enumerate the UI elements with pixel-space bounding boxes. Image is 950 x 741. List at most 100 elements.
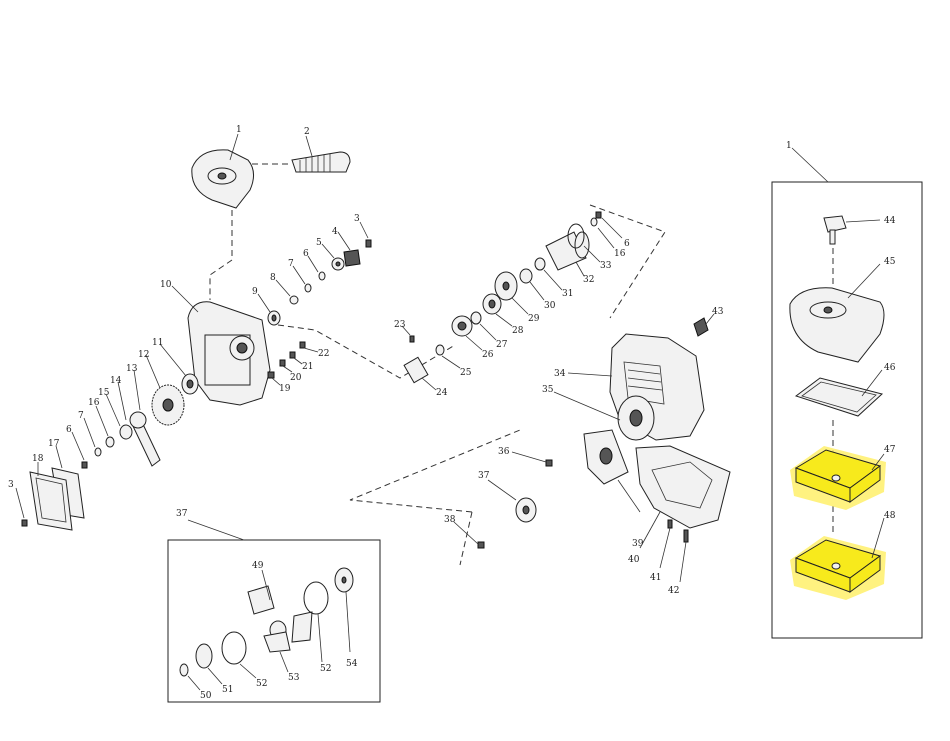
callout-16b: 16 <box>614 249 626 259</box>
callout-7a: 7 <box>288 259 294 269</box>
callout-6c: 6 <box>624 239 630 249</box>
callout-28: 28 <box>512 326 524 336</box>
callout-26: 26 <box>482 350 494 360</box>
screw-part-41 <box>667 519 673 529</box>
screw-part-3a <box>365 239 372 248</box>
callout-13: 13 <box>126 364 138 374</box>
gear-part-12 <box>151 384 185 426</box>
washer-part-16b <box>590 217 598 227</box>
screw-part-6b <box>81 461 88 469</box>
flywheel-housing-part-35 <box>617 395 655 441</box>
screw-part-3b <box>21 519 28 527</box>
callout-52b: 52 <box>320 664 331 674</box>
callout-17: 17 <box>48 439 60 449</box>
callout-38: 38 <box>444 515 456 525</box>
callout-31: 31 <box>562 289 573 299</box>
callout-14: 14 <box>110 376 122 386</box>
plate-part-29 <box>494 271 518 301</box>
screw-part-23 <box>409 335 415 343</box>
callout-46: 46 <box>884 363 896 373</box>
callout-3b: 3 <box>8 480 14 490</box>
oring-part-33 <box>567 223 585 249</box>
air-filter-housing-part <box>191 149 254 209</box>
callout-43: 43 <box>712 307 724 317</box>
callout-7b: 7 <box>78 411 84 421</box>
callout-51: 51 <box>222 685 233 695</box>
callout-23: 23 <box>394 320 406 330</box>
filter-element-part-47 <box>790 446 886 510</box>
washer-part-16a <box>105 436 115 448</box>
crankcase-part <box>187 301 271 406</box>
callout-44: 44 <box>884 216 896 226</box>
callout-53: 53 <box>288 673 300 683</box>
callout-16a: 16 <box>88 398 100 408</box>
seal-part-30 <box>519 268 533 284</box>
callout-6b: 6 <box>66 425 72 435</box>
callout-5: 5 <box>316 238 322 248</box>
callout-32: 32 <box>583 275 594 285</box>
filter-cover-part-45 <box>789 287 885 363</box>
air-filter-detail-frame <box>771 181 923 639</box>
ring-part-31 <box>534 257 546 271</box>
screw-part-6c <box>595 211 602 219</box>
filter-element-part-48 <box>790 536 886 600</box>
callout-35: 35 <box>542 385 554 395</box>
spring-part-7 <box>304 283 312 293</box>
screw-part-20 <box>279 359 286 367</box>
callout-33: 33 <box>600 261 612 271</box>
callout-3a: 3 <box>354 214 360 224</box>
callout-54: 54 <box>346 659 358 669</box>
connecting-rod-part-14 <box>129 411 161 467</box>
plate-part-51 <box>195 643 213 669</box>
screw-part-21 <box>289 351 296 359</box>
callout-15: 15 <box>98 388 110 398</box>
callout-40: 40 <box>628 555 640 565</box>
callout-18: 18 <box>32 454 44 464</box>
callout-29: 29 <box>528 314 540 324</box>
screw-part-42 <box>683 529 689 543</box>
clutch-drum-part-37 <box>515 497 537 523</box>
pin-part-7b <box>94 447 102 457</box>
callout-22: 22 <box>318 349 329 359</box>
callout-8: 8 <box>270 273 276 283</box>
screw-part-19 <box>267 371 275 379</box>
callout-49: 49 <box>252 561 264 571</box>
callout-39: 39 <box>632 539 644 549</box>
bracket-part-43 <box>693 317 709 337</box>
callout-37b: 37 <box>176 509 188 519</box>
callout-20: 20 <box>290 373 302 383</box>
callout-21: 21 <box>302 362 313 372</box>
knob-part-44 <box>823 215 847 245</box>
plate-part-54 <box>334 567 354 593</box>
drive-shaft-part-32 <box>545 231 590 271</box>
spring-ring-part-52a <box>221 631 247 665</box>
callout-19: 19 <box>279 384 291 394</box>
callout-27: 27 <box>496 340 508 350</box>
bearing-part-15 <box>119 424 133 440</box>
shaft-part-24 <box>403 356 429 384</box>
callout-12: 12 <box>138 350 149 360</box>
callout-50: 50 <box>200 691 212 701</box>
assembly-path-main <box>209 204 666 566</box>
callout-25: 25 <box>460 368 472 378</box>
screw-part-36 <box>545 459 553 467</box>
clutch-detail-frame <box>167 539 381 703</box>
filter-frame-part-46 <box>794 377 884 417</box>
clutch-shoe-part-53 <box>263 631 291 653</box>
callout-1-box: 1 <box>786 141 792 151</box>
pawl-part-4 <box>343 249 361 267</box>
callout-6a: 6 <box>303 249 309 259</box>
callout-36: 36 <box>498 447 510 457</box>
bearing-part-28 <box>482 293 502 315</box>
callout-42: 42 <box>668 586 679 596</box>
callout-24: 24 <box>436 388 448 398</box>
callout-2: 2 <box>304 127 310 137</box>
callout-47: 47 <box>884 445 896 455</box>
callout-52a: 52 <box>256 679 267 689</box>
ring-part-25 <box>435 344 445 356</box>
bearing-part-11 <box>181 373 199 395</box>
callout-37a: 37 <box>478 471 490 481</box>
seal-part-9 <box>267 310 281 326</box>
